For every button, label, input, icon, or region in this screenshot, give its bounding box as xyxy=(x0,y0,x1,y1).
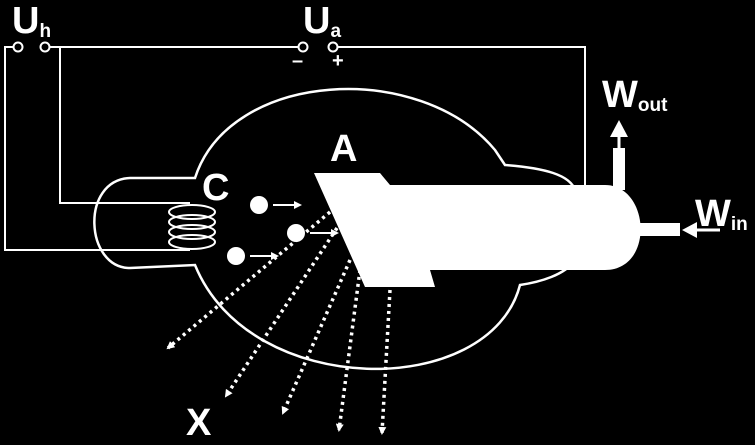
electron xyxy=(287,224,305,242)
water-in-label: Win xyxy=(695,193,748,235)
terminal-uh-left xyxy=(12,41,24,53)
terminal-ua-minus xyxy=(297,41,309,53)
cathode-label: C xyxy=(202,167,229,209)
cathode-filament-coil xyxy=(168,204,216,250)
xray-emission xyxy=(166,210,392,435)
xray-ray xyxy=(224,227,339,398)
anode-voltage-label: Ua xyxy=(303,0,341,42)
anode-wire xyxy=(333,46,586,190)
heater-circuit xyxy=(4,46,303,251)
terminal-ua-plus xyxy=(327,41,339,53)
xray-label: X xyxy=(186,402,212,444)
xray-ray xyxy=(335,269,362,432)
minus-sign: – xyxy=(292,50,303,72)
water-out-label: Wout xyxy=(602,74,668,116)
water-inlet-arrow xyxy=(682,222,697,238)
water-inlet-pipe xyxy=(638,223,680,236)
water-outlet-pipe xyxy=(613,148,625,190)
glass-envelope xyxy=(93,87,577,371)
heater-wire-outer xyxy=(4,46,190,251)
anode-label: A xyxy=(330,128,357,170)
electron xyxy=(227,247,245,265)
electron-beam xyxy=(227,196,339,265)
electron xyxy=(250,196,268,214)
terminals xyxy=(12,41,339,53)
terminal-uh-right xyxy=(39,41,51,53)
xray-ray xyxy=(281,259,352,415)
plus-sign: + xyxy=(332,50,344,72)
heater-voltage-label: Uh xyxy=(12,0,51,42)
xray-ray xyxy=(166,210,332,350)
water-outlet-arrow xyxy=(610,120,628,137)
xray-ray xyxy=(378,289,392,435)
anode-block xyxy=(314,173,641,287)
